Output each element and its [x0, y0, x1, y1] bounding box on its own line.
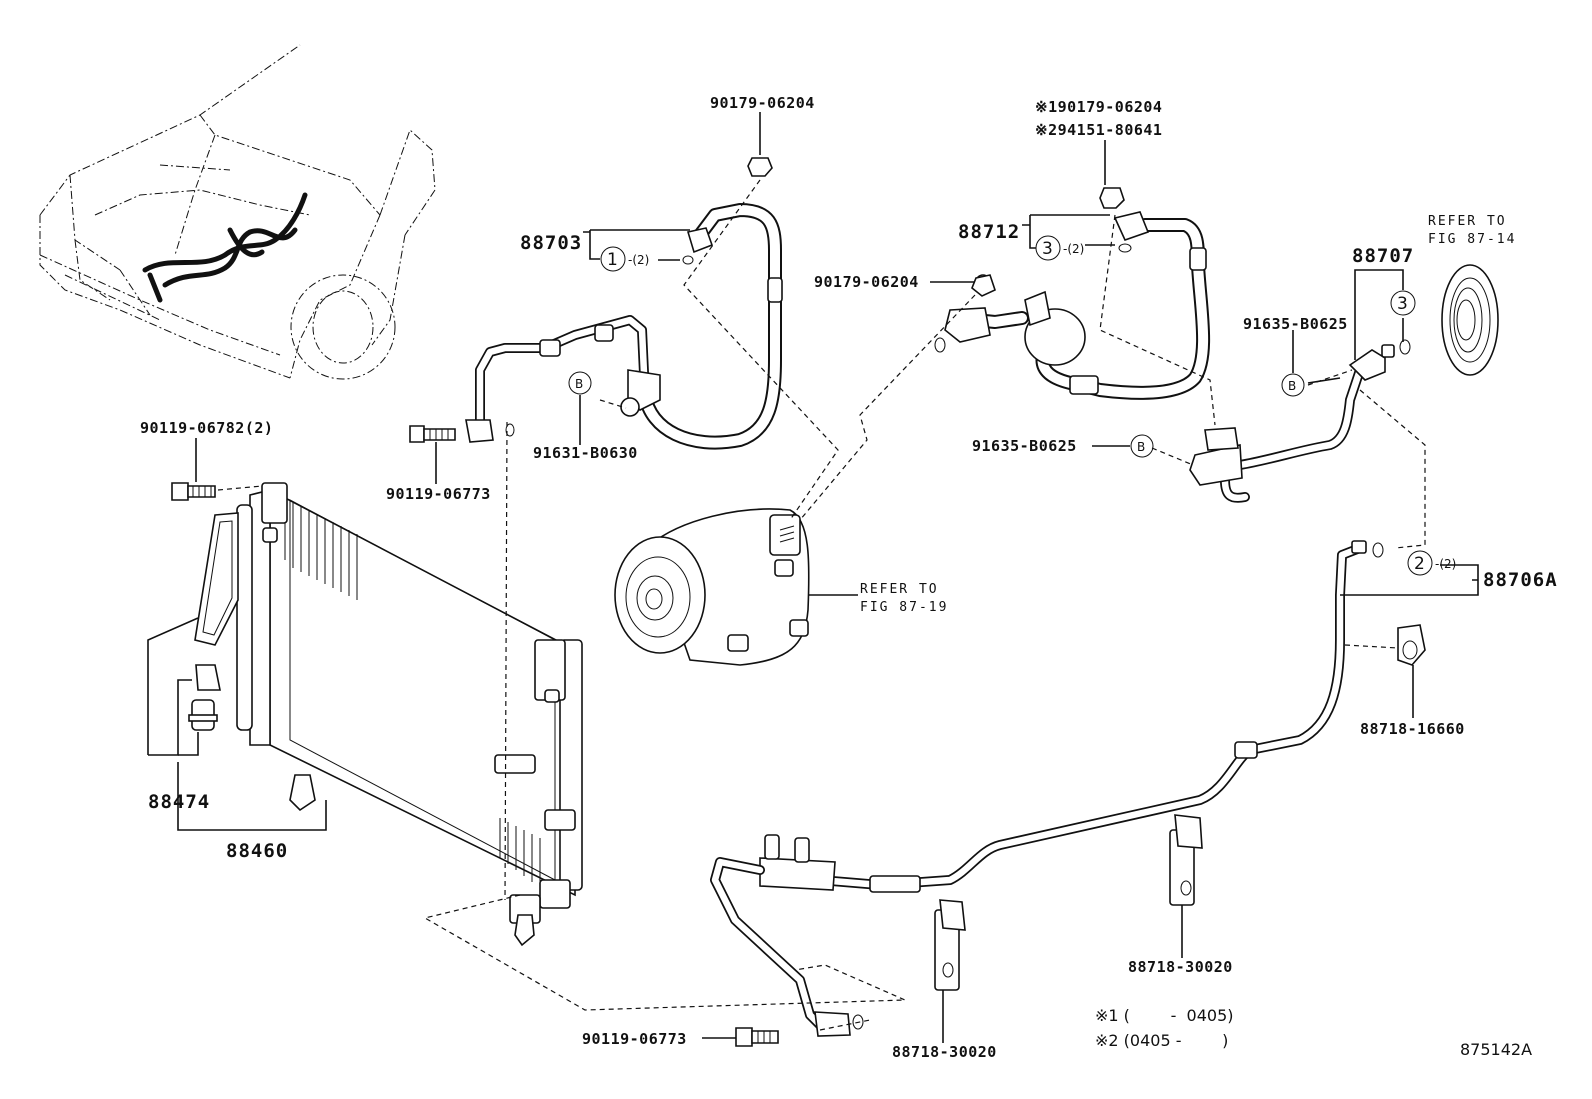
label-91635-b0625-left: 91635-B0625: [972, 437, 1077, 455]
clamp-88718-16660: [1397, 624, 1426, 666]
circle-b1: B: [575, 377, 583, 391]
pipe-88707: [1189, 339, 1411, 503]
bolt-90119-06773-top: [409, 425, 456, 443]
circle-b3: B: [1137, 440, 1145, 454]
label-91635-b0625-right: 91635-B0625: [1243, 315, 1348, 333]
label-88718-16660: 88718-16660: [1360, 720, 1465, 738]
label-88712: 88712: [958, 221, 1020, 243]
label-88707: 88707: [1352, 245, 1414, 267]
label-90119-06782: 90119-06782(2): [140, 419, 273, 437]
condenser-assembly: [188, 482, 583, 947]
circle-callouts: 1 -(2) 3 -(2) 3 2 -(2) B B B: [568, 235, 1456, 576]
label-88474: 88474: [148, 791, 210, 813]
label-90179-06204-mid: 90179-06204: [814, 273, 919, 291]
label-refer-87-19-b: FIG 87-19: [860, 600, 948, 615]
pipe-88703: [465, 203, 783, 450]
pipe-88706a: [710, 540, 1384, 1037]
circle-3b: 3: [1397, 294, 1408, 314]
label-note1-part: ※190179-06204: [1035, 98, 1162, 116]
seal-ring: [1441, 264, 1499, 376]
circle-b2: B: [1288, 379, 1296, 393]
label-91631-b0630: 91631-B0630: [533, 444, 638, 462]
circle-3a: 3: [1042, 239, 1053, 259]
bolt-90119-06773-bottom: [735, 1027, 779, 1047]
label-refer-87-14-a: REFER TO: [1428, 214, 1507, 229]
qty-label-1: -(2): [628, 253, 649, 267]
circle-2: 2: [1414, 554, 1425, 574]
figure-code: 875142A: [1460, 1040, 1532, 1059]
label-88703: 88703: [520, 232, 582, 254]
clamp-88718-30020-right: [1169, 814, 1203, 906]
legend-note-1: ※1 ( - 0405): [1095, 1006, 1234, 1025]
label-90119-06773-bottom: 90119-06773: [582, 1030, 687, 1048]
label-88718-30020-right: 88718-30020: [1128, 958, 1233, 976]
circle-1: 1: [607, 250, 618, 270]
qty-label-3: -(2): [1063, 242, 1084, 256]
label-90119-06773-top: 90119-06773: [386, 485, 491, 503]
label-refer-87-14-b: FIG 87-14: [1428, 232, 1516, 247]
label-refer-87-19-a: REFER TO: [860, 582, 939, 597]
qty-label-2: -(2): [1435, 557, 1456, 571]
label-88718-30020-left: 88718-30020: [892, 1043, 997, 1061]
vehicle-illustration: [39, 44, 436, 380]
part-labels: 90179-06204 ※190179-06204 ※294151-80641 …: [140, 94, 1558, 1061]
compressor: [614, 508, 810, 666]
label-90179-06204-top: 90179-06204: [710, 94, 815, 112]
label-88706a: 88706A: [1483, 569, 1558, 591]
clamp-88718-30020-left: [934, 899, 966, 991]
label-88460: 88460: [226, 840, 288, 862]
bolt-90119-06782: [171, 482, 216, 501]
label-note2-part: ※294151-80641: [1035, 121, 1162, 139]
legend-note-2: ※2 (0405 - ): [1095, 1031, 1228, 1050]
